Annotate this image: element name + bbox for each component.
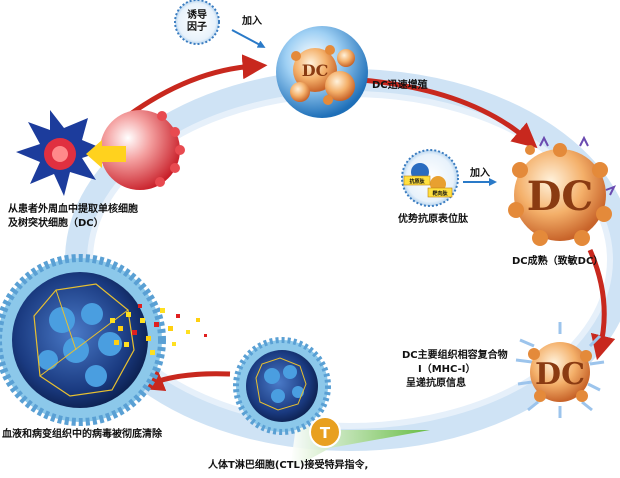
antigen-peptide-label: 优势抗原表位肽 (398, 212, 469, 225)
mhc-label-1: DC主要组织相容复合物 (402, 348, 508, 361)
cytokine-sphere: 诱导 因子 (174, 0, 220, 45)
extract-label-1: 从患者外周血中提取单核细胞 (8, 202, 138, 215)
extract-label-2: 及树突状细胞（DC） (8, 216, 104, 229)
peptide-tag-1: 抗原肽 (409, 178, 425, 185)
dc-proliferation-sphere: DC (276, 26, 368, 118)
virus-fragments (110, 304, 207, 355)
ctl-t-cell: T (233, 337, 341, 448)
antigen-peptide-sphere: 抗原肽 靶向肽 (401, 149, 459, 207)
dc-glyph-mature: DC (527, 173, 594, 220)
add-label-top: 加入 (241, 14, 262, 27)
clearance-label: 血液和病变组织中的病毒被彻底清除 (2, 427, 163, 440)
arrow-to-maturation (361, 77, 538, 149)
dc-mature-label: DC成熟（致敏DC） (512, 254, 603, 267)
cleared-virus-cell (0, 254, 207, 426)
arrow-add-cytokine (231, 29, 266, 48)
mature-dc: DC (508, 135, 617, 246)
patient-cells (16, 110, 185, 196)
dc-glyph-proliferation: DC (302, 61, 329, 80)
peptide-tag-2: 靶向肽 (432, 190, 448, 197)
mhc-label-3: 呈递抗原信息 (406, 376, 466, 389)
add-label-right: 加入 (469, 166, 490, 179)
presenting-dc: DC (515, 322, 605, 418)
t-glyph: T (320, 424, 331, 442)
cytokine-label-1: 诱导 (187, 8, 207, 21)
arrow-to-proliferation (123, 54, 268, 121)
arrow-to-presentation (587, 248, 616, 361)
cytokine-label-2: 因子 (187, 21, 207, 33)
ctl-instruction-label: 人体T淋巴细胞(CTL)接受特异指令, (208, 458, 368, 471)
mhc-label-2: Ⅰ（MHC-Ⅰ） (418, 362, 475, 375)
arrow-to-clearance (138, 367, 231, 391)
dc-glyph-presenting: DC (535, 357, 585, 392)
dc-proliferation-label: DC迅速增殖 (372, 78, 428, 91)
